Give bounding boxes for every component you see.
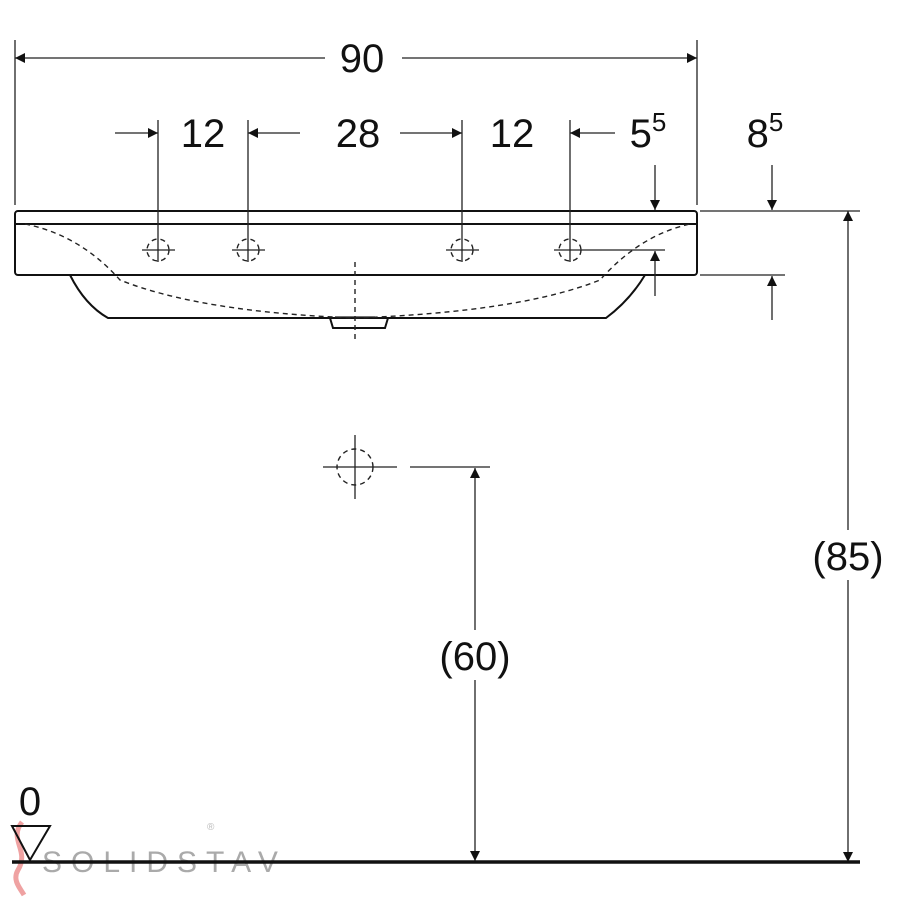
- dimension-label-90: 90: [340, 37, 385, 81]
- watermark-logo-icon: [13, 820, 27, 897]
- dimension-label-28: 28: [336, 112, 381, 156]
- floor-level-label: 0: [19, 780, 41, 824]
- watermark-registered-mark: ®: [207, 822, 215, 833]
- dimension-label-60: (60): [439, 635, 510, 679]
- tap-hole-1: [142, 120, 175, 262]
- dimension-label-5-5: 55: [630, 107, 667, 156]
- dimension-label-8-5: 85: [747, 107, 784, 156]
- dimension-total-height: (85): [805, 211, 891, 862]
- tap-holes: [142, 120, 665, 262]
- watermark: SOLIDSTAV ®: [13, 820, 278, 897]
- dimension-drain-height: (60): [323, 435, 518, 861]
- floor-level: 0: [10, 780, 860, 864]
- tap-hole-3: [446, 120, 479, 262]
- dimension-total-width: 90: [14, 37, 698, 205]
- dimension-label-12-left: 12: [181, 112, 226, 156]
- level-triangle-icon: [10, 825, 52, 863]
- dimension-hole-spacing: 12 28 12 55: [115, 107, 666, 156]
- tap-hole-2: [232, 120, 265, 262]
- basin-front-view: [14, 210, 698, 340]
- dimension-label-12-right: 12: [490, 112, 535, 156]
- dimension-label-85: (85): [812, 535, 883, 579]
- tap-hole-4: [554, 120, 665, 262]
- dimension-rim-height: 85: [700, 107, 860, 320]
